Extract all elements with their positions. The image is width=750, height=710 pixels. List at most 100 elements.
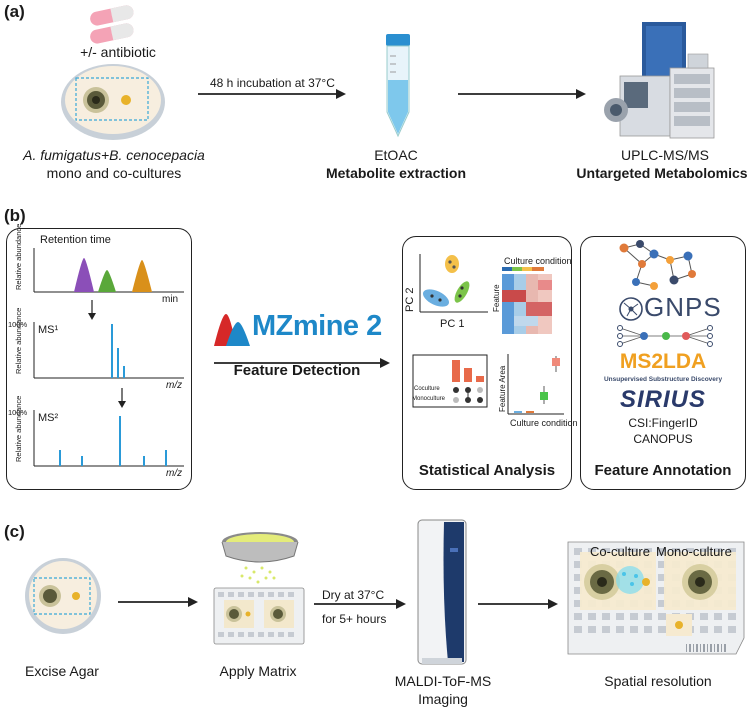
monoculture-region-label: Mono-culture bbox=[656, 544, 732, 559]
monoculture-label: Monoculture bbox=[412, 396, 446, 402]
slide-well bbox=[714, 626, 722, 633]
mzmine-logo-icon bbox=[214, 314, 250, 346]
instrument-label: UPLC-MS/MS bbox=[621, 147, 709, 163]
down-arrow-2 bbox=[118, 388, 126, 408]
dry-label-1: Dry at 37°C bbox=[322, 588, 385, 602]
slide-well bbox=[714, 613, 722, 620]
organisms-label: A. fumigatus+B. cenocepacia bbox=[23, 147, 205, 163]
culture-type-label: mono and co-cultures bbox=[46, 165, 182, 181]
substructure-network-icon bbox=[617, 325, 713, 347]
slide-well bbox=[658, 548, 666, 555]
rel-abundance-label-1: Relative abundance bbox=[14, 223, 23, 290]
slide-well bbox=[630, 613, 638, 620]
mz-label-2: m/z bbox=[166, 468, 183, 479]
incubation-label: 48 h incubation at 37°C bbox=[210, 76, 335, 90]
petri-dish-icon bbox=[61, 64, 165, 140]
peak-green bbox=[98, 270, 116, 292]
excise-label: Excise Agar bbox=[25, 663, 99, 679]
coculture-region-label: Co-culture bbox=[590, 544, 650, 559]
maldi-label-1: MALDI-ToF-MS bbox=[394, 673, 492, 689]
min-label: min bbox=[162, 294, 179, 305]
slide-well bbox=[658, 626, 666, 633]
slide-well bbox=[700, 613, 708, 620]
slide-well bbox=[574, 626, 582, 633]
antibiotic-label: +/- antibiotic bbox=[80, 44, 156, 60]
slide-well bbox=[602, 548, 610, 555]
ms-spectra-box bbox=[6, 228, 192, 490]
slide-well bbox=[602, 613, 610, 620]
slide-well bbox=[686, 548, 694, 555]
feature-annotation-title: Feature Annotation bbox=[594, 462, 732, 479]
pct100-label-1: 100% bbox=[8, 320, 28, 329]
upset-plot bbox=[412, 354, 488, 408]
slide-well bbox=[616, 626, 624, 633]
slide-well bbox=[602, 626, 610, 633]
pct100-label-2: 100% bbox=[8, 408, 28, 417]
excise-agar-dish-icon bbox=[25, 558, 101, 634]
rel-abundance-label-3: Relative abundance bbox=[14, 395, 23, 462]
spatial-resolution-slide-icon bbox=[567, 541, 745, 655]
gnps-logo-icon bbox=[619, 297, 643, 321]
dry-label-2: for 5+ hours bbox=[322, 612, 387, 626]
feature-label-heatmap: Feature bbox=[492, 284, 501, 312]
method-label: Untargeted Metabolomics bbox=[576, 165, 748, 181]
ms2lda-subtitle: Unsupervised Substructure Discovery bbox=[603, 376, 723, 383]
peak-purple bbox=[74, 258, 94, 292]
falcon-tube-icon bbox=[386, 34, 410, 138]
slide-well bbox=[630, 626, 638, 633]
maldi-instrument-icon bbox=[417, 519, 467, 665]
coculture-label: Coculture bbox=[414, 386, 440, 392]
apply-matrix-label: Apply Matrix bbox=[219, 663, 297, 679]
molecular-network-icon bbox=[619, 240, 696, 290]
panel-b-label: (b) bbox=[4, 206, 26, 225]
retention-time-label: Retention time bbox=[40, 234, 111, 246]
maldi-label-2: Imaging bbox=[418, 691, 468, 707]
csi-fingerid-label: CSI:FingerID bbox=[628, 416, 698, 430]
slide-well bbox=[658, 587, 666, 594]
spatial-resolution-label: Spatial resolution bbox=[604, 673, 712, 689]
slide-well bbox=[728, 548, 736, 555]
heatmap bbox=[502, 266, 566, 334]
mzmine-label: MZmine 2 bbox=[252, 310, 382, 342]
slide-well bbox=[574, 600, 582, 607]
slide-well bbox=[728, 613, 736, 620]
slide-well bbox=[714, 548, 722, 555]
slide-well bbox=[588, 548, 596, 555]
gnps-label: GNPS bbox=[644, 292, 722, 322]
extraction-label: Metabolite extraction bbox=[325, 165, 467, 181]
slide-well bbox=[630, 548, 638, 555]
slide-well bbox=[728, 626, 736, 633]
chromatogram bbox=[33, 248, 184, 293]
slide-well bbox=[588, 626, 596, 633]
ms1-label: MS¹ bbox=[38, 324, 59, 336]
incubation-arrow bbox=[198, 89, 346, 99]
slide-well bbox=[574, 587, 582, 594]
slide-well bbox=[574, 548, 582, 555]
statistical-analysis-title: Statistical Analysis bbox=[418, 462, 556, 479]
panel-a-label: (a) bbox=[4, 2, 25, 21]
slide-well bbox=[672, 548, 680, 555]
slide-well bbox=[658, 600, 666, 607]
slide-well bbox=[574, 613, 582, 620]
feature-annotation-box bbox=[580, 236, 746, 490]
slide-well bbox=[616, 548, 624, 555]
pc2-label: PC 2 bbox=[404, 287, 416, 312]
slide-well bbox=[658, 613, 666, 620]
ms2lda-label: MS2LDA bbox=[619, 350, 707, 373]
canopus-label: CANOPUS bbox=[633, 432, 693, 446]
slide-well bbox=[588, 613, 596, 620]
down-arrow-1 bbox=[88, 300, 96, 320]
apply-matrix-icon bbox=[213, 532, 305, 645]
boxplot bbox=[507, 354, 564, 415]
solvent-label: EtOAC bbox=[374, 147, 418, 163]
feature-area-label: Feature Area bbox=[498, 365, 507, 412]
slide-well bbox=[658, 574, 666, 581]
slide-well bbox=[700, 626, 708, 633]
ms2-label: MS² bbox=[38, 412, 59, 424]
pca-plot bbox=[419, 254, 488, 313]
culture-condition-label-heatmap: Culture condition bbox=[504, 256, 572, 266]
slide-well bbox=[616, 613, 624, 620]
peak-orange bbox=[132, 260, 152, 292]
ms1-spectrum bbox=[33, 322, 184, 379]
